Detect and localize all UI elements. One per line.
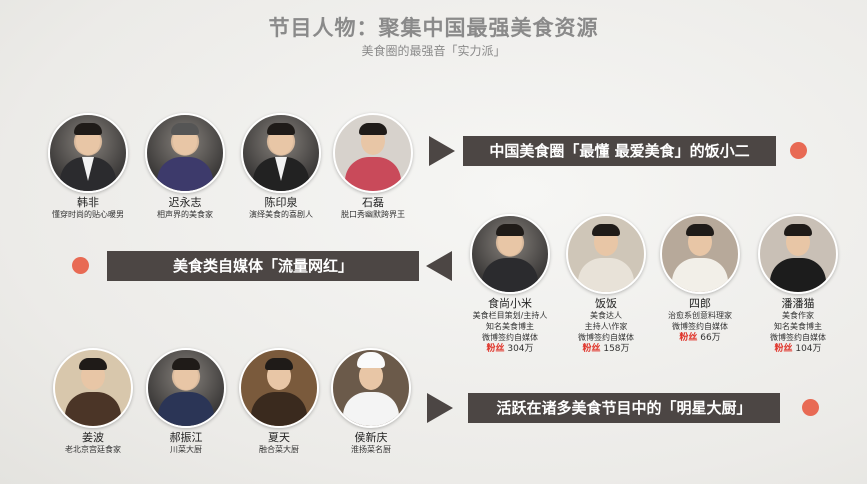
person-card: 陈印泉 演绎美食的喜剧人	[226, 113, 336, 220]
person-desc: 川菜大厨	[170, 445, 202, 454]
person-desc: 脱口秀幽默跨界王	[341, 210, 405, 219]
person-name: 郝振江	[169, 431, 203, 444]
fans-count: 粉丝 66万	[679, 333, 721, 343]
person-desc: 知名美食博主	[486, 322, 534, 331]
person-card: 韩非 懂穿时尚的贴心暖男	[33, 113, 143, 220]
page-subtitle: 美食圈的最强音「实力派」	[361, 44, 506, 58]
person-desc: 美食栏目策划/主持人	[472, 311, 548, 320]
person-name: 陈印泉	[264, 196, 298, 209]
person-desc: 知名美食博主	[774, 322, 822, 331]
accent-dot	[802, 399, 819, 416]
avatar	[48, 113, 128, 193]
person-card: 夏天 融合菜大厨	[224, 348, 334, 455]
person-card: 姜波 老北京宫廷食家	[38, 348, 148, 455]
person-desc: 微博签约自媒体	[672, 322, 728, 331]
person-name: 姜波	[82, 431, 104, 444]
person-name: 四郎	[689, 297, 711, 310]
person-name: 夏天	[268, 431, 290, 444]
person-desc: 治愈系创意料理家	[668, 311, 732, 320]
person-desc: 微博签约自媒体	[770, 333, 826, 342]
accent-dot	[790, 142, 807, 159]
person-name: 饭饭	[595, 297, 617, 310]
person-desc: 淮扬菜名厨	[351, 445, 391, 454]
person-desc: 美食达人	[590, 311, 622, 320]
banner-row1: 中国美食圈「最懂 最爱美食」的饭小二	[463, 136, 776, 166]
person-desc: 美食作家	[782, 311, 814, 320]
arrow-right-icon	[429, 136, 455, 166]
avatar	[331, 348, 411, 428]
person-name: 石磊	[362, 196, 384, 209]
person-card: 四郎 治愈系创意料理家 微博签约自媒体 粉丝 66万	[645, 214, 755, 344]
person-desc: 老北京宫廷食家	[65, 445, 121, 454]
avatar	[146, 348, 226, 428]
person-card: 食尚小米 美食栏目策划/主持人 知名美食博主 微博签约自媒体 粉丝 304万	[455, 214, 565, 355]
avatar	[758, 214, 838, 294]
avatar	[333, 113, 413, 193]
person-name: 侯新庆	[354, 431, 388, 444]
avatar	[241, 113, 321, 193]
person-desc: 演绎美食的喜剧人	[249, 210, 313, 219]
person-name: 迟永志	[168, 196, 202, 209]
person-desc: 主持人\作家	[584, 322, 628, 331]
fans-count: 粉丝 104万	[774, 344, 822, 354]
avatar	[145, 113, 225, 193]
banner-row3: 活跃在诸多美食节目中的「明星大厨」	[468, 393, 780, 423]
person-name: 食尚小米	[488, 297, 532, 310]
fans-count: 粉丝 304万	[486, 344, 534, 354]
banner-row2: 美食类自媒体「流量网红」	[107, 251, 419, 281]
person-desc: 微博签约自媒体	[578, 333, 634, 342]
avatar	[53, 348, 133, 428]
fans-count: 粉丝 158万	[582, 344, 630, 354]
avatar	[660, 214, 740, 294]
person-card: 郝振江 川菜大厨	[131, 348, 241, 455]
person-desc: 懂穿时尚的贴心暖男	[52, 210, 124, 219]
person-name: 潘潘猫	[781, 297, 815, 310]
arrow-left-icon	[426, 251, 452, 281]
avatar	[239, 348, 319, 428]
person-card: 迟永志 相声界的美食家	[130, 113, 240, 220]
accent-dot	[72, 257, 89, 274]
avatar	[566, 214, 646, 294]
page-title: 节目人物：聚集中国最强美食资源	[268, 16, 599, 40]
person-card: 饭饭 美食达人 主持人\作家 微博签约自媒体 粉丝 158万	[551, 214, 661, 355]
avatar	[470, 214, 550, 294]
person-desc: 微博签约自媒体	[482, 333, 538, 342]
person-card: 石磊 脱口秀幽默跨界王	[318, 113, 428, 220]
person-desc: 融合菜大厨	[259, 445, 299, 454]
arrow-right-icon	[427, 393, 453, 423]
person-card: 潘潘猫 美食作家 知名美食博主 微博签约自媒体 粉丝 104万	[743, 214, 853, 355]
person-card: 侯新庆 淮扬菜名厨	[316, 348, 426, 455]
person-desc: 相声界的美食家	[157, 210, 213, 219]
person-name: 韩非	[77, 196, 99, 209]
